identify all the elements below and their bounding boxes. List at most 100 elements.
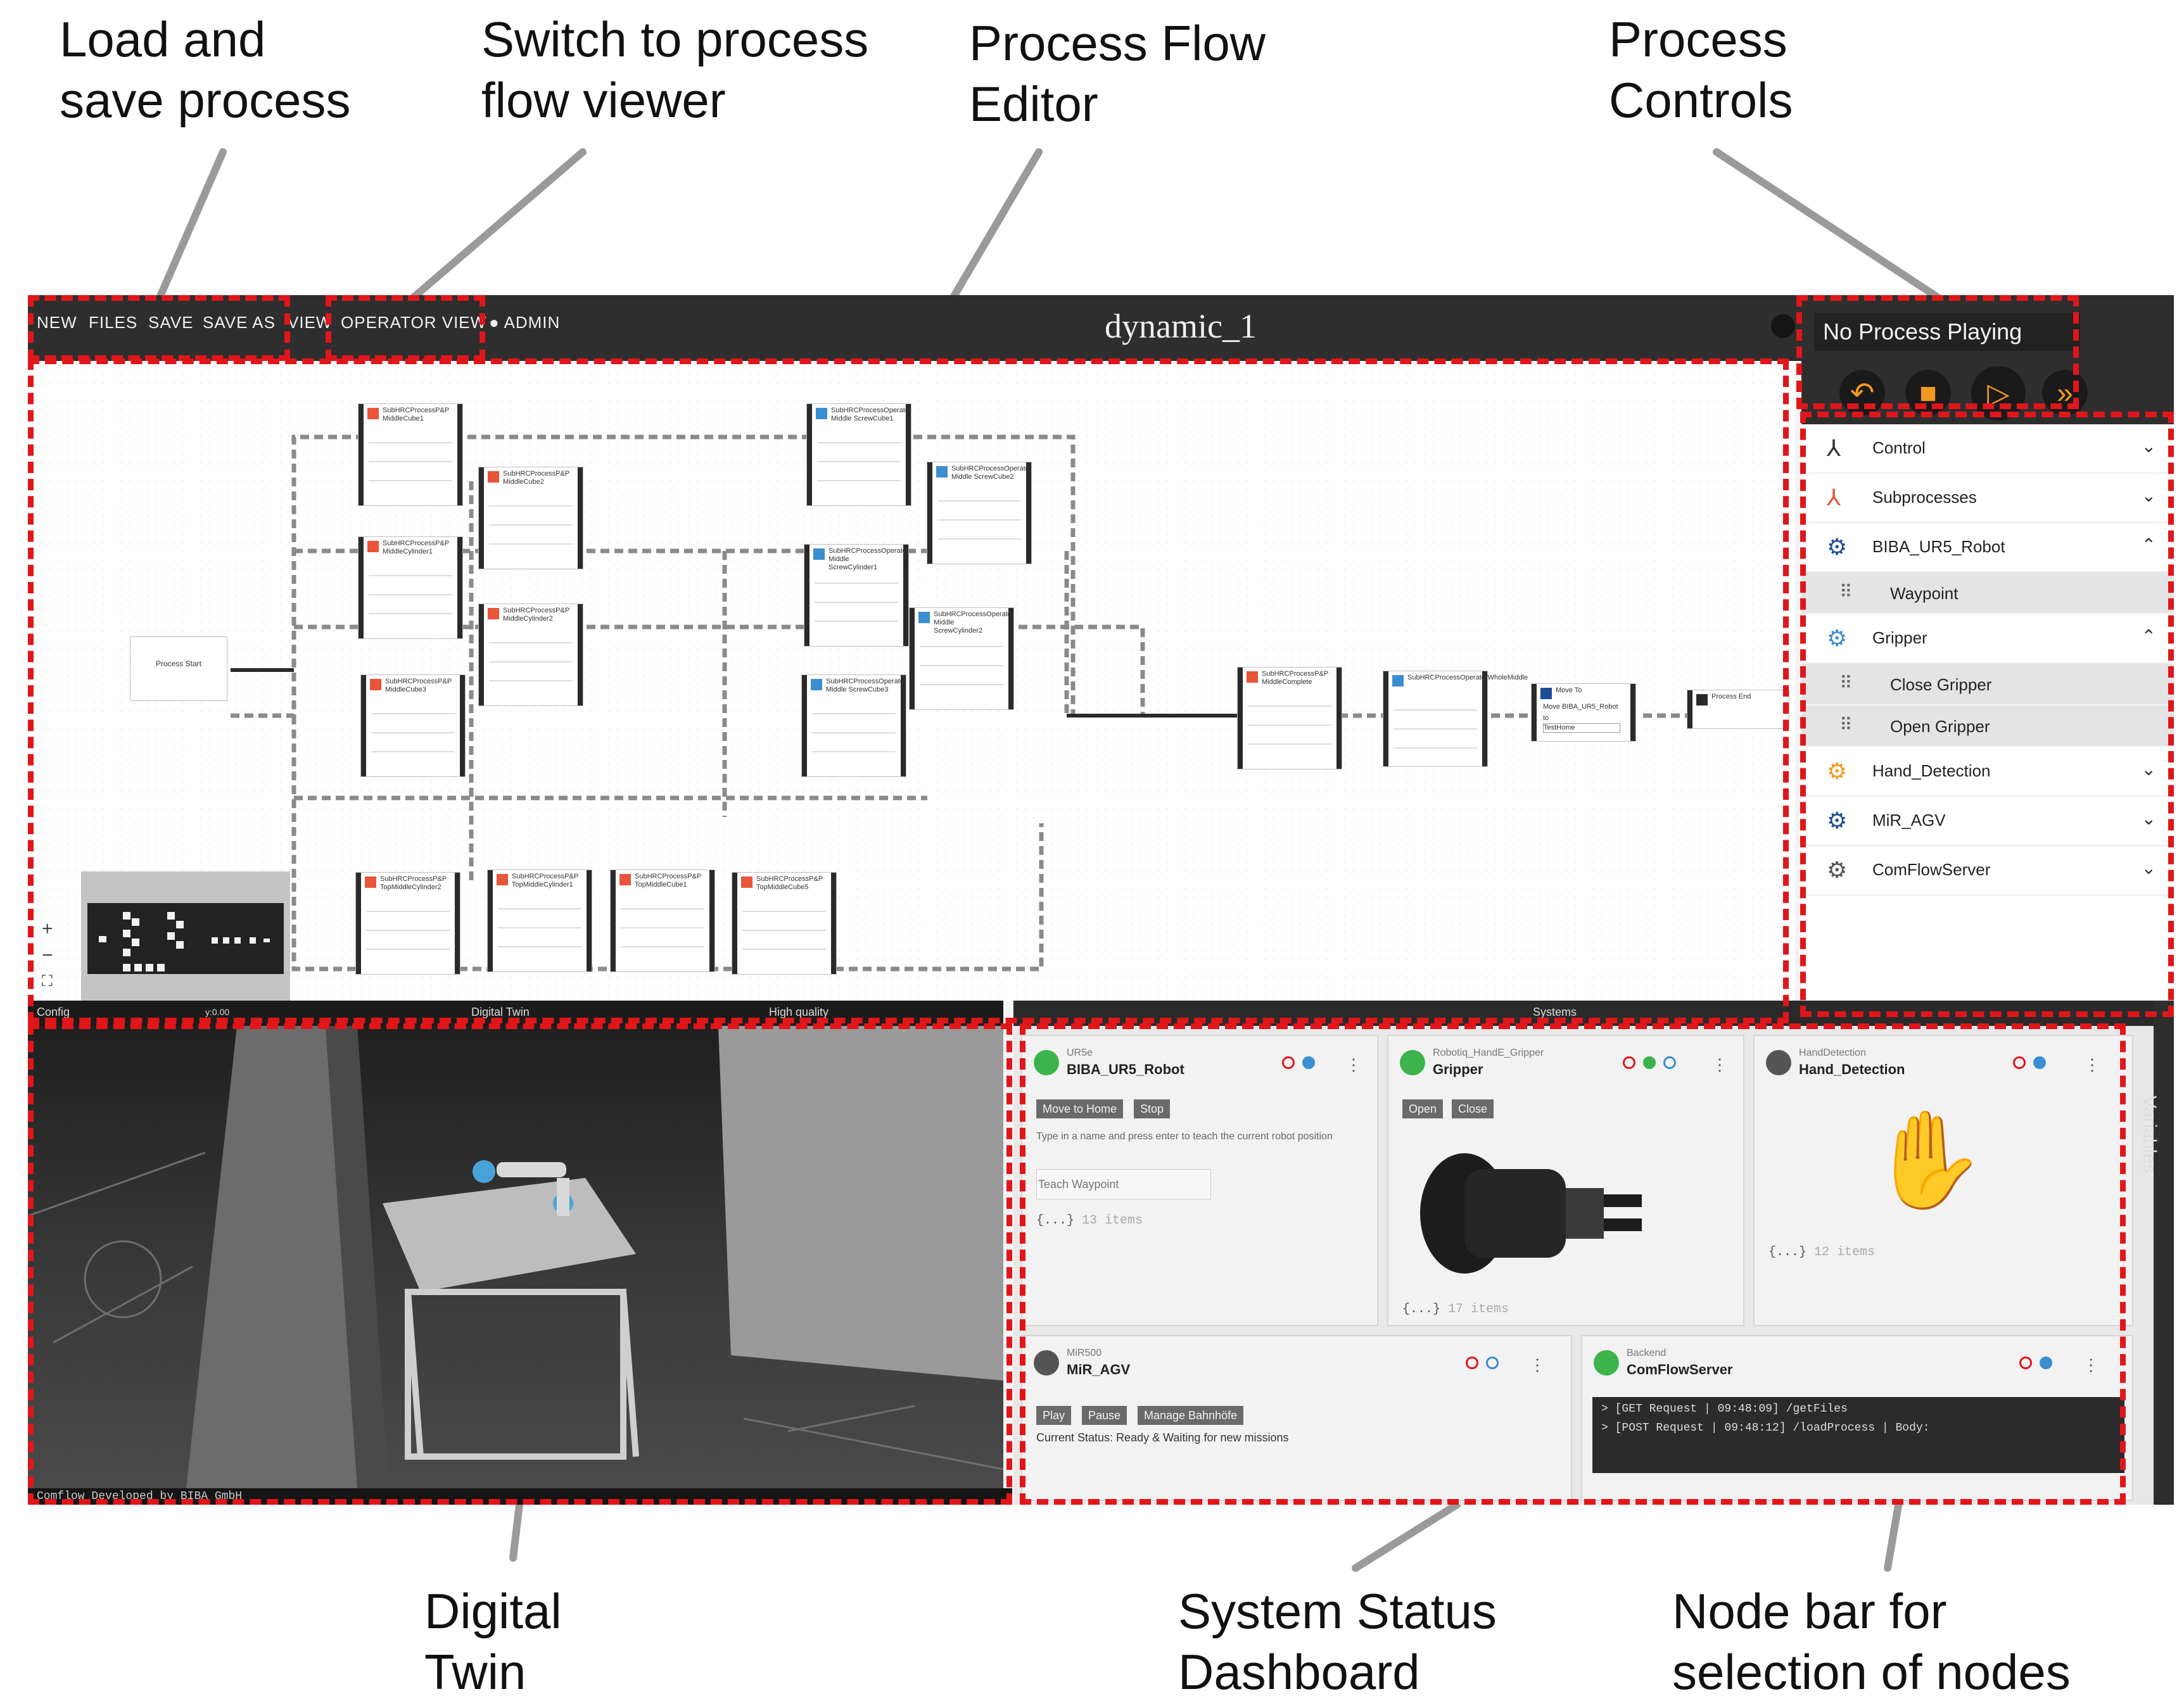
flow-node[interactable]: SubHRCProcessOperator Middle ScrewCylind… bbox=[804, 545, 909, 646]
more-options-icon[interactable]: ⋮ bbox=[1345, 1055, 1362, 1074]
hand-icon: ✋ bbox=[1869, 1106, 1987, 1213]
nodebar-item-gripper[interactable]: ⚙ Gripper⌃ bbox=[1801, 614, 2174, 664]
menu-operator-view[interactable]: OPERATOR VIEW bbox=[341, 313, 487, 332]
menu-admin[interactable]: ● ADMIN bbox=[489, 313, 561, 332]
flow-node[interactable]: SubHRCProcessP&P TopMiddleCylinder2 bbox=[356, 873, 460, 974]
nodebar-subitem-waypoint[interactable]: ⠿Waypoint bbox=[1801, 572, 2174, 614]
flow-node[interactable]: SubHRCProcessP&P TopMiddleCylinder1 bbox=[488, 870, 592, 971]
nodebar-item-mir[interactable]: ⚙ MiR_AGV⌄ bbox=[1801, 797, 2174, 846]
record-indicator-icon bbox=[1771, 314, 1795, 338]
leader-digital-twin bbox=[509, 1501, 523, 1562]
more-options-icon[interactable]: ⋮ bbox=[1529, 1355, 1546, 1374]
node-bar: ⅄ Control⌄ ⅄ Subprocesses⌄ ⚙ BIBA_UR5_Ro… bbox=[1801, 424, 2174, 1001]
chevron-down-icon: ⌄ bbox=[2141, 436, 2156, 456]
flow-node[interactable]: SubHRCProcessP&P MiddleCube1 bbox=[359, 404, 462, 505]
status-ring-icon bbox=[2013, 1056, 2026, 1069]
flow-node[interactable]: SubHRCProcessOperator Middle ScrewCube1 bbox=[807, 404, 911, 505]
nodebar-item-subprocesses[interactable]: ⅄ Subprocesses⌄ bbox=[1801, 474, 2174, 523]
flow-node[interactable]: SubHRCProcessP&P TopMiddleCube1 bbox=[611, 870, 714, 971]
nodebar-item-control[interactable]: ⅄ Control⌄ bbox=[1801, 424, 2174, 474]
digital-twin-viewport[interactable] bbox=[28, 1026, 1003, 1488]
status-dot bbox=[1034, 1050, 1059, 1075]
flow-node[interactable]: SubHRCProcessOperator Middle ScrewCylind… bbox=[910, 608, 1014, 709]
undo-icon[interactable]: ↶ bbox=[1839, 370, 1885, 415]
status-ring-icon bbox=[1282, 1056, 1295, 1069]
nodebar-subitem-open-gripper[interactable]: ⠿Open Gripper bbox=[1801, 705, 2174, 747]
gripper-image bbox=[1420, 1153, 1642, 1274]
user-icon: ● bbox=[489, 313, 500, 332]
fit-view-button[interactable]: ⛶ bbox=[42, 973, 53, 990]
menu-files[interactable]: FILES bbox=[89, 313, 138, 332]
open-gripper-button[interactable]: Open bbox=[1402, 1099, 1444, 1118]
status-ring-icon bbox=[2019, 1357, 2032, 1369]
flow-node[interactable]: SubHRCProcessP&P MiddleCylinder1 bbox=[359, 537, 462, 638]
nodebar-item-robot[interactable]: ⚙ BIBA_UR5_Robot⌃ bbox=[1801, 523, 2174, 572]
nodebar-item-comflowserver[interactable]: ⚙ ComFlowServer⌄ bbox=[1801, 846, 2174, 895]
more-options-icon[interactable]: ⋮ bbox=[2084, 1055, 2100, 1074]
twin-title: Digital Twin bbox=[471, 1006, 530, 1018]
twin-config-menu[interactable]: Config bbox=[37, 1006, 70, 1018]
flow-node[interactable]: SubHRCProcessOperator Middle ScrewCube3 bbox=[802, 675, 906, 776]
nodebar-item-hand-detection[interactable]: ⚙ Hand_Detection⌄ bbox=[1801, 747, 2174, 797]
chevron-down-icon: ⌄ bbox=[2141, 809, 2156, 828]
play-icon[interactable]: ▷ bbox=[1971, 366, 2026, 421]
stop-button[interactable]: Stop bbox=[1134, 1099, 1171, 1118]
status-dot bbox=[1766, 1050, 1791, 1075]
teach-waypoint-input[interactable] bbox=[1036, 1169, 1211, 1199]
stop-icon[interactable]: ■ bbox=[1905, 370, 1951, 415]
zoom-in-button[interactable]: + bbox=[42, 918, 53, 939]
status-ring-icon bbox=[1623, 1056, 1635, 1069]
json-viewer[interactable]: {...} 13 items bbox=[1036, 1213, 1143, 1228]
menu-new[interactable]: NEW bbox=[37, 313, 77, 332]
process-end-node[interactable]: Process End bbox=[1687, 690, 1789, 728]
fast-forward-icon[interactable]: » bbox=[2042, 370, 2088, 415]
minimap[interactable] bbox=[81, 871, 290, 1003]
twin-coords: y:0.00 bbox=[205, 1007, 230, 1017]
flow-node[interactable]: SubHRCProcessP&P MiddleCube2 bbox=[479, 467, 583, 569]
system-status-dashboard: Systems UR5e BIBA_UR5_Robot ⋮ Move to Ho… bbox=[1013, 1001, 2154, 1505]
menu-view[interactable]: VIEW bbox=[288, 313, 333, 332]
process-flow-editor[interactable]: Process Start SubHRCProcessP&P MiddleCub… bbox=[28, 361, 1795, 1003]
flow-node[interactable]: SubHRCProcessP&P MiddleCube3 bbox=[361, 675, 465, 776]
flow-node[interactable]: SubHRCProcessP&P MiddleComplete bbox=[1238, 667, 1342, 769]
chevron-up-icon: ⌃ bbox=[2141, 626, 2156, 646]
status-ring-icon bbox=[2033, 1056, 2046, 1069]
target-select[interactable]: TestHome bbox=[1543, 723, 1620, 733]
digital-twin-header: Config y:0.00 Digital Twin High quality bbox=[28, 1001, 1003, 1026]
json-viewer[interactable]: {...} 17 items bbox=[1402, 1302, 1509, 1317]
zoom-out-button[interactable]: − bbox=[42, 945, 53, 966]
flow-node[interactable]: SubHRCProcessOperator Middle ScrewCube2 bbox=[927, 462, 1032, 564]
leader-status-dashboard bbox=[1352, 1501, 1461, 1572]
move-to-node[interactable]: Move To Move BIBA_UR5_Robot to TestHome bbox=[1532, 684, 1635, 741]
manage-stations-button[interactable]: Manage Bahnhöfe bbox=[1138, 1406, 1244, 1425]
process-start-node[interactable]: Process Start bbox=[130, 637, 227, 700]
mir-status-text: Current Status: Ready & Waiting for new … bbox=[1036, 1431, 1289, 1444]
play-button[interactable]: Play bbox=[1036, 1406, 1072, 1425]
flow-node[interactable]: SubHRCProcessOperatorWholeMiddle bbox=[1383, 671, 1528, 766]
variables-sidebar[interactable] bbox=[2154, 1001, 2174, 1505]
menu-save-as[interactable]: SAVE AS bbox=[203, 313, 276, 332]
flow-node[interactable]: SubHRCProcessP&P TopMiddleCube5 bbox=[732, 873, 836, 974]
drag-handle-icon: ⠿ bbox=[1839, 582, 1853, 602]
close-gripper-button[interactable]: Close bbox=[1452, 1099, 1494, 1118]
more-options-icon[interactable]: ⋮ bbox=[2083, 1355, 2099, 1374]
robot-arm-icon: ⚙ bbox=[1827, 758, 1848, 784]
flow-node[interactable]: SubHRCProcessP&P MiddleCylinder2 bbox=[479, 604, 583, 705]
menu-save[interactable]: SAVE bbox=[148, 313, 194, 332]
quality-toggle-label[interactable]: High quality bbox=[769, 1006, 829, 1018]
pause-button[interactable]: Pause bbox=[1082, 1406, 1127, 1425]
server-log[interactable]: > [GET Request | 09:48:09] /getFiles > [… bbox=[1592, 1397, 2124, 1473]
move-to-home-button[interactable]: Move to Home bbox=[1036, 1099, 1124, 1118]
chevron-down-icon: ⌄ bbox=[2141, 759, 2156, 779]
status-card-hand-detection: HandDetection Hand_Detection ⋮ ✋ {...} 1… bbox=[1753, 1035, 2133, 1326]
digital-twin-panel[interactable]: Config y:0.00 Digital Twin High quality bbox=[28, 1001, 1012, 1505]
more-options-icon[interactable]: ⋮ bbox=[1711, 1055, 1728, 1074]
status-ring-icon bbox=[1302, 1056, 1315, 1069]
json-viewer[interactable]: {...} 12 items bbox=[1768, 1245, 1876, 1260]
twin-scene bbox=[28, 1026, 1003, 1488]
nodebar-subitem-close-gripper[interactable]: ⠿Close Gripper bbox=[1801, 664, 2174, 705]
variables-tab-label[interactable]: Variables bbox=[2138, 1096, 2160, 1173]
